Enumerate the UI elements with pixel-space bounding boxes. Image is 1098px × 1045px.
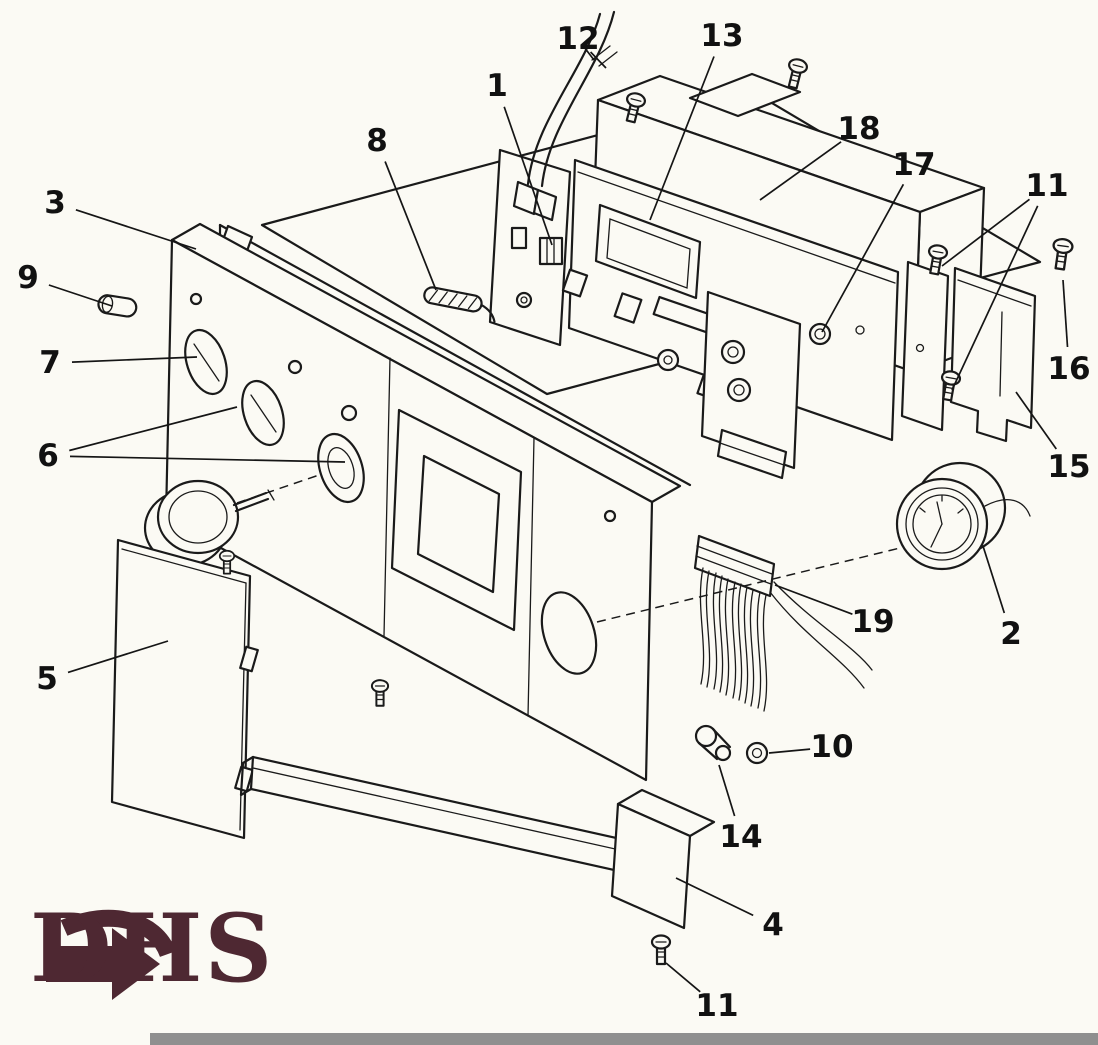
callout-16: 16	[1047, 351, 1090, 387]
callout-14: 14	[719, 819, 762, 855]
callout-leader-13	[649, 56, 715, 221]
pcb-right	[700, 290, 802, 480]
callout-leader-16	[1062, 279, 1069, 348]
callout-9: 9	[17, 260, 39, 296]
callout-18: 18	[837, 111, 880, 147]
callout-leader-12	[584, 47, 595, 61]
ribbon-cable	[693, 534, 873, 712]
callout-leader-18	[759, 141, 842, 201]
bushing-part-9	[97, 294, 138, 318]
callout-leader-10	[768, 748, 811, 754]
callout-leader-17	[821, 183, 905, 333]
washer-part-10	[745, 741, 769, 765]
callout-19: 19	[851, 604, 894, 640]
callout-leader-2	[982, 545, 1006, 614]
callout-11: 11	[1025, 168, 1068, 204]
callout-leader-12	[589, 51, 607, 69]
gauge	[895, 461, 1031, 571]
rear-panel-15	[949, 266, 1037, 443]
callout-leader-7	[71, 356, 198, 363]
callout-leader-11	[951, 205, 1039, 391]
callout-10: 10	[810, 729, 853, 765]
callout-5: 5	[36, 661, 58, 697]
callout-8: 8	[366, 123, 388, 159]
callout-leader-15	[1015, 391, 1057, 450]
callout-3: 3	[44, 185, 66, 221]
scan-artifact	[150, 1033, 1098, 1045]
side-cover	[110, 538, 259, 840]
callout-4: 4	[762, 907, 784, 943]
callout-12: 12	[556, 21, 599, 57]
callout-leader-9	[48, 284, 113, 307]
callout-11: 11	[695, 988, 738, 1024]
callout-leader-6	[69, 406, 238, 452]
callout-6: 6	[37, 438, 59, 474]
callout-leader-11	[665, 962, 701, 993]
callout-7: 7	[39, 345, 61, 381]
callout-leader-6	[69, 455, 346, 463]
callout-1: 1	[486, 68, 508, 104]
end-cap-part-4	[610, 788, 716, 930]
harness-wires	[512, 10, 618, 222]
dashed-guides	[236, 473, 901, 623]
callout-leader-11	[941, 198, 1031, 267]
callout-17: 17	[892, 147, 935, 183]
dhs-logo: DHS	[30, 902, 274, 1000]
front-panel	[164, 222, 692, 782]
dhs-logo-icon	[46, 909, 177, 1000]
callout-leader-5	[67, 640, 169, 674]
callout-leader-14	[718, 764, 736, 817]
pin-part-8	[423, 286, 496, 323]
callout-15: 15	[1047, 449, 1090, 485]
callout-leader-8	[384, 161, 437, 291]
callout-leader-3	[75, 208, 197, 250]
callout-13: 13	[700, 18, 743, 54]
callout-leader-1	[503, 106, 553, 246]
callout-leader-4	[675, 877, 754, 917]
pivot-part-14	[694, 724, 732, 762]
dhs-logo-text: DHS	[30, 894, 275, 1004]
callout-leader-19	[774, 584, 853, 615]
callout-2: 2	[1000, 616, 1022, 652]
